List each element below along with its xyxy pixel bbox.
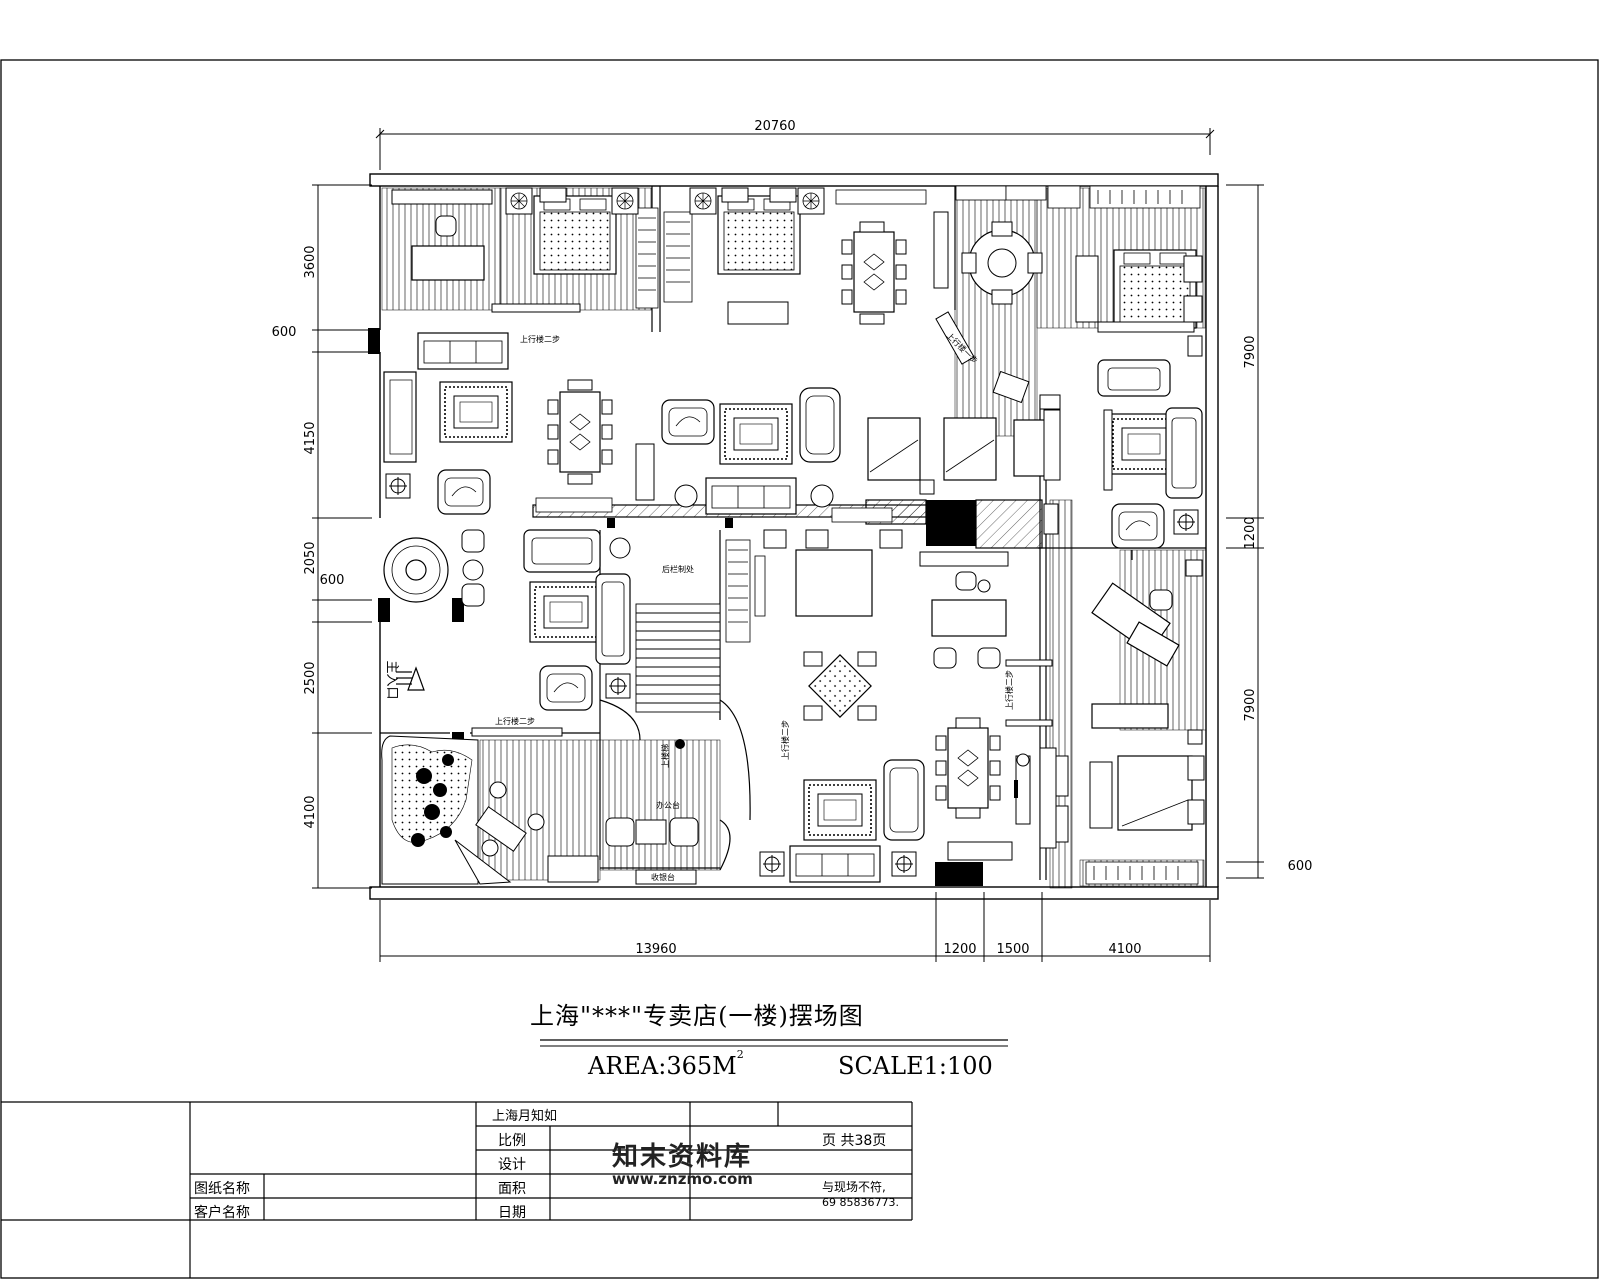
dim-left-2: 600 [272, 325, 297, 340]
dim-left-7: 4100 [303, 795, 318, 828]
tb-page-info: 页 共38页 [822, 1133, 887, 1149]
tb-scale-label: 比例 [498, 1133, 526, 1149]
label-counter: 收银台 [651, 872, 675, 882]
tb-company: 上海月知如 [492, 1109, 558, 1124]
area-label: AREA:365M2 [588, 1048, 744, 1080]
dimension-lines [312, 128, 1264, 962]
staircase [635, 603, 721, 713]
watermark-url: www.znzmo.com [612, 1170, 753, 1188]
watermark-brand: 知末资料库 [612, 1142, 753, 1172]
tb-area-label: 面积 [498, 1181, 526, 1197]
label-hall: 上楼梯 [660, 744, 670, 768]
dim-right-1: 7900 [1243, 335, 1258, 368]
dim-right-2: 1200 [1243, 516, 1258, 549]
dim-left-5: 600 [320, 573, 345, 588]
tb-drawing-name-label: 图纸名称 [194, 1181, 250, 1197]
dim-left-3: 4150 [303, 421, 318, 454]
tb-note: 与现场不符, [822, 1180, 886, 1194]
tb-design-label: 设计 [498, 1157, 526, 1173]
dim-bottom-4: 4100 [1108, 942, 1141, 957]
tb-phone: 69 85836773. [822, 1196, 899, 1209]
area-value: AREA:365M [588, 1052, 737, 1080]
outer-walls [369, 173, 1219, 900]
label-up-step-3: 上行楼二步 [495, 716, 535, 726]
label-up-step-4: 上行楼二步 [780, 720, 790, 760]
dim-right-4: 600 [1288, 859, 1313, 874]
label-office: 办公台 [656, 800, 680, 810]
shelving-racks [535, 185, 1201, 885]
dim-bottom-2: 1200 [943, 942, 976, 957]
dim-left-6: 2500 [303, 661, 318, 694]
dim-bottom-1: 13960 [635, 942, 676, 957]
label-entrance: 主入口 [384, 660, 399, 699]
label-stair: 后栏制处 [662, 564, 694, 574]
dim-left-1: 3600 [303, 245, 318, 278]
label-up-step-5: 上行楼二步 [1004, 670, 1014, 710]
entrance-arrow [396, 666, 425, 691]
sheet-border [0, 59, 1599, 1279]
title-block-grid [1, 1101, 913, 1278]
scale-label: SCALE1:100 [838, 1052, 993, 1080]
dim-bottom-3: 1500 [996, 942, 1029, 957]
dim-right-3: 7900 [1243, 688, 1258, 721]
dim-left-4: 2050 [303, 541, 318, 574]
furniture [381, 187, 1205, 885]
label-up-step-1: 上行楼二步 [520, 334, 560, 344]
columns [368, 328, 983, 886]
drawing-title: 上海"***"专卖店(一楼)摆场图 [530, 1002, 864, 1030]
area-superscript: 2 [736, 1048, 744, 1061]
tb-date-label: 日期 [498, 1205, 526, 1221]
tb-client-label: 客户名称 [194, 1205, 250, 1221]
dim-top-total: 20760 [754, 119, 795, 134]
